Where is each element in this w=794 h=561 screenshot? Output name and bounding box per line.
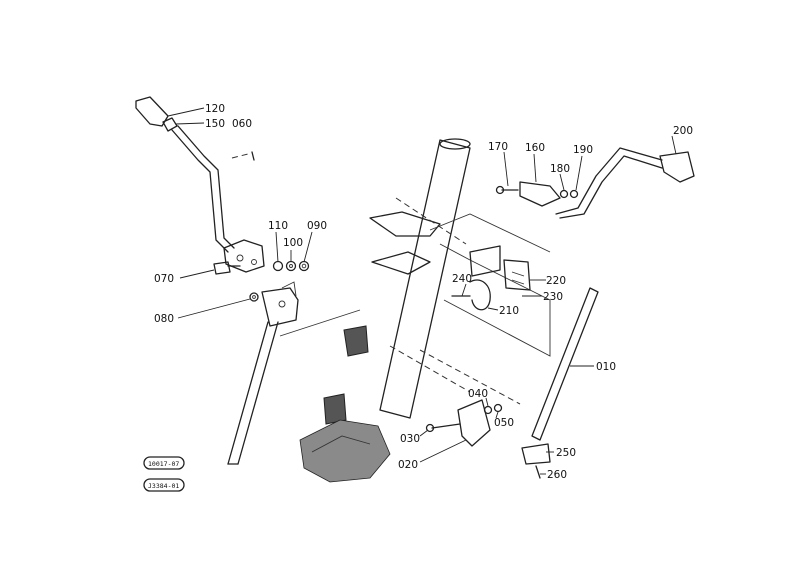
callout-100: 100 — [283, 237, 303, 249]
callout-160: 160 — [525, 142, 545, 154]
stamp-top: 10017-07 — [148, 460, 179, 468]
callout-190: 190 — [573, 144, 593, 156]
left-shift-lever — [135, 96, 310, 302]
callout-020: 020 — [398, 459, 418, 471]
callout-030: 030 — [400, 433, 420, 445]
right-upper-lever — [429, 147, 695, 357]
callout-260: 260 — [547, 469, 567, 481]
callout-070: 070 — [154, 273, 174, 285]
callout-230: 230 — [543, 291, 563, 303]
callout-170: 170 — [488, 141, 508, 153]
callout-180: 180 — [550, 163, 570, 175]
callout-080: 080 — [154, 313, 174, 325]
stamp-frame-top — [143, 456, 185, 470]
callout-250: 250 — [556, 447, 576, 459]
callout-220: 220 — [546, 275, 566, 287]
callout-200: 200 — [673, 125, 693, 137]
callout-050: 050 — [494, 417, 514, 429]
leader-lines — [167, 107, 677, 475]
reference-stamps: 10017-07 J3384-01 — [143, 456, 185, 492]
lower-fork — [425, 399, 503, 447]
steering-column — [299, 138, 521, 483]
lower-shift-shaft — [227, 281, 361, 465]
callout-040: 040 — [468, 388, 488, 400]
callout-060: 060 — [232, 118, 252, 130]
right-shift-rod — [521, 287, 599, 479]
callout-120: 120 — [205, 103, 225, 115]
callout-010: 010 — [596, 361, 616, 373]
callout-110: 110 — [268, 220, 288, 232]
callout-labels: 120 150 060 110 100 090 070 080 170 160 … — [154, 103, 693, 481]
callout-210: 210 — [499, 305, 519, 317]
callout-240: 240 — [452, 273, 472, 285]
stamp-frame-bottom — [143, 478, 185, 492]
callout-150: 150 — [205, 118, 225, 130]
stamp-bottom: J3384-01 — [148, 482, 179, 490]
callout-090: 090 — [307, 220, 327, 232]
